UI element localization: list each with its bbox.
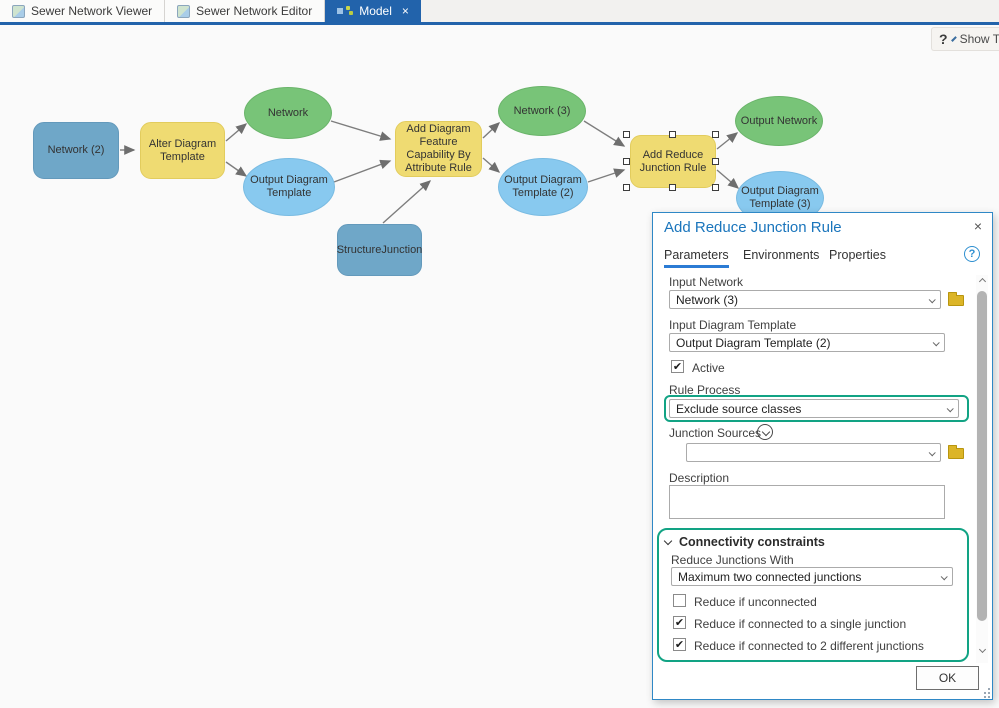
reduce-single-junction-label: Reduce if connected to a single junction [694, 617, 907, 631]
description-textarea[interactable] [669, 485, 945, 519]
map-icon [177, 4, 191, 18]
help-icon: ? [939, 31, 948, 47]
reduce-if-unconnected-label: Reduce if unconnected [694, 595, 817, 609]
reduce-single-junction-checkbox[interactable]: ✔ [673, 616, 686, 629]
chevron-down-icon [928, 296, 936, 304]
chevron-down-icon [928, 449, 936, 457]
show-topology-button[interactable]: ? Show To [931, 27, 999, 51]
expand-chevron-icon[interactable] [757, 424, 773, 440]
model-node-output-network[interactable]: Output Network [735, 96, 823, 146]
model-node-output-diagram-template[interactable]: Output Diagram Template [243, 158, 335, 216]
selection-handle[interactable] [712, 158, 719, 165]
connectivity-constraints-title: Connectivity constraints [679, 535, 825, 549]
junction-sources-select[interactable] [686, 443, 941, 462]
connectivity-constraints-group: Connectivity constraints Reduce Junction… [657, 528, 969, 662]
tab-sewer-network-editor[interactable]: Sewer Network Editor [165, 0, 326, 22]
tab-environments[interactable]: Environments [743, 248, 820, 262]
model-node-structure-junction[interactable]: StructureJunction [337, 224, 422, 276]
browse-folder-icon[interactable] [948, 445, 964, 459]
tab-model[interactable]: Model × [325, 0, 421, 22]
help-icon[interactable]: ? [964, 246, 980, 262]
model-node-network-2[interactable]: Network (2) [33, 122, 119, 179]
selection-handle[interactable] [623, 158, 630, 165]
input-network-select[interactable]: Network (3) [669, 290, 941, 309]
tab-label: Sewer Network Editor [196, 4, 313, 18]
selection-handle[interactable] [669, 184, 676, 191]
tab-label: Sewer Network Viewer [31, 4, 153, 18]
close-icon[interactable]: × [973, 218, 982, 234]
selection-handle[interactable] [623, 184, 630, 191]
model-node-output-diagram-template-2[interactable]: Output Diagram Template (2) [498, 158, 588, 216]
close-icon[interactable]: × [401, 4, 409, 18]
selection-handle[interactable] [712, 131, 719, 138]
chevron-down-icon [946, 405, 954, 413]
resize-grip[interactable] [981, 688, 990, 698]
tab-properties[interactable]: Properties [829, 248, 886, 262]
model-node-add-reduce-junction-rule[interactable]: Add Reduce Junction Rule [630, 135, 716, 188]
reduce-if-unconnected-checkbox[interactable] [673, 594, 686, 607]
description-label: Description [669, 471, 730, 485]
model-node-network-3[interactable]: Network (3) [498, 86, 586, 136]
rule-process-highlight [664, 395, 969, 422]
reduce-junctions-with-select[interactable]: Maximum two connected junctions [671, 567, 953, 586]
selection-handle[interactable] [669, 131, 676, 138]
modelbuilder-icon [337, 5, 354, 17]
model-node-add-diagram-feature-capability[interactable]: Add Diagram Feature Capability By Attrib… [395, 121, 482, 177]
active-tab-strip [0, 22, 999, 25]
model-node-alter-diagram-template[interactable]: Alter Diagram Template [140, 122, 225, 179]
reduce-two-junctions-label: Reduce if connected to 2 different junct… [694, 639, 924, 653]
selection-handle[interactable] [623, 131, 630, 138]
document-tab-bar: Sewer Network Viewer Sewer Network Edito… [0, 0, 999, 22]
reduce-two-junctions-checkbox[interactable]: ✔ [673, 638, 686, 651]
scrollbar-thumb[interactable] [977, 291, 987, 621]
active-label: Active [692, 361, 725, 375]
input-network-label: Input Network [669, 275, 744, 289]
chevron-down-icon [940, 573, 948, 581]
show-topology-label: Show To [959, 32, 999, 46]
active-checkbox[interactable]: ✔ [671, 360, 684, 373]
selection-handle[interactable] [712, 184, 719, 191]
reduce-junctions-with-label: Reduce Junctions With [671, 553, 794, 567]
chevron-down-icon [932, 339, 940, 347]
collapse-chevron-icon[interactable] [663, 536, 673, 546]
map-icon [12, 4, 25, 18]
add-reduce-junction-rule-dialog: Add Reduce Junction Rule × Parameters En… [652, 212, 993, 700]
tab-parameters[interactable]: Parameters [664, 248, 729, 268]
dialog-title: Add Reduce Junction Rule [664, 219, 842, 236]
rule-process-select[interactable]: Exclude source classes [669, 399, 959, 418]
chevron-left-icon [950, 36, 957, 42]
ok-button[interactable]: OK [916, 666, 979, 690]
rule-process-label: Rule Process [669, 383, 741, 397]
model-node-network[interactable]: Network [244, 87, 332, 139]
browse-folder-icon[interactable] [948, 292, 964, 306]
input-diagram-template-label: Input Diagram Template [669, 318, 797, 332]
tab-label: Model [359, 4, 392, 18]
tab-sewer-network-viewer[interactable]: Sewer Network Viewer [0, 0, 166, 22]
junction-sources-label: Junction Sources [669, 426, 762, 440]
input-diagram-template-select[interactable]: Output Diagram Template (2) [669, 333, 945, 352]
